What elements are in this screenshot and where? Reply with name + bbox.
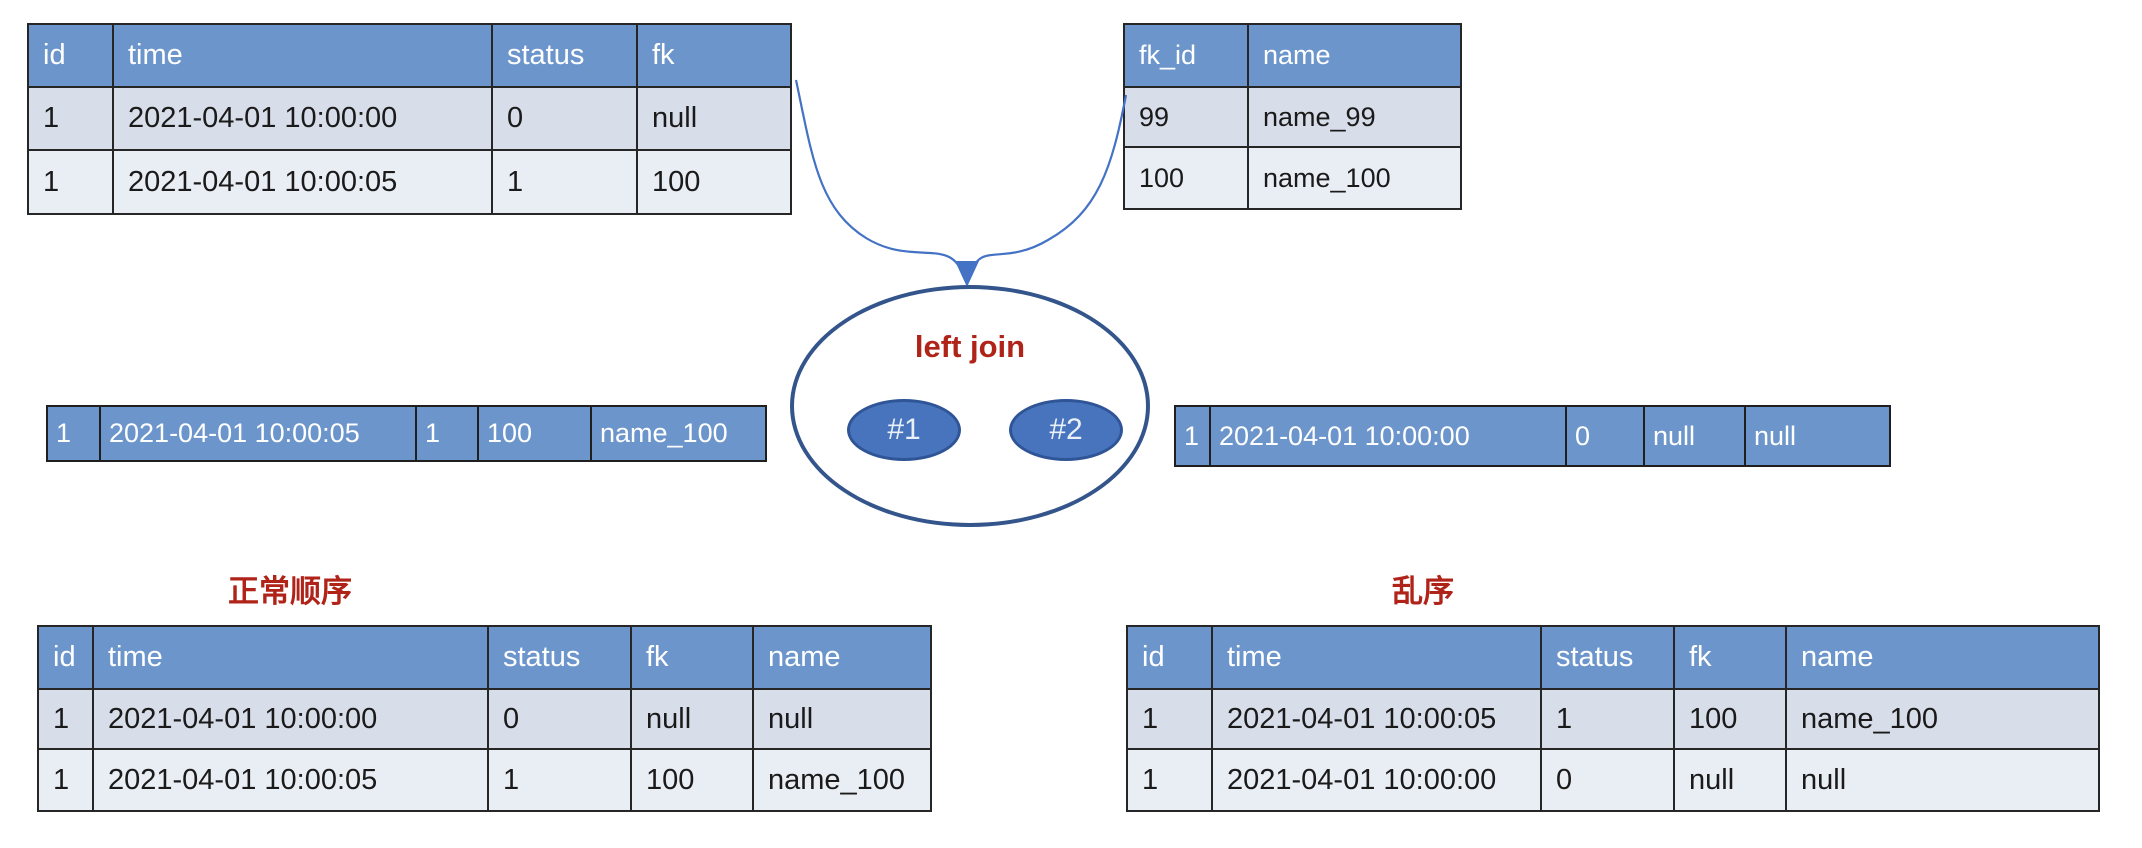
table-cell: 0 bbox=[493, 88, 636, 149]
table-cell: name_99 bbox=[1249, 88, 1460, 146]
source-table-names: fk_id name 99 name_99 100 name_100 bbox=[1123, 23, 1462, 210]
join-input-2-label: #2 bbox=[1049, 413, 1083, 446]
arrow-from-left-table bbox=[794, 79, 964, 273]
table-cell: 2021-04-01 10:00:05 bbox=[1213, 690, 1540, 748]
table-cell: 1 bbox=[29, 151, 112, 213]
table-cell: null bbox=[1746, 407, 1889, 465]
table-cell: null bbox=[754, 690, 930, 748]
table-cell: 0 bbox=[489, 690, 630, 748]
column-header: id bbox=[1128, 627, 1211, 688]
table-cell: 0 bbox=[1542, 750, 1673, 810]
table-cell: name_100 bbox=[1249, 148, 1460, 208]
table-cell: 0 bbox=[1567, 407, 1643, 465]
table-cell: name_100 bbox=[754, 750, 930, 810]
table-cell: 2021-04-01 10:00:00 bbox=[114, 88, 491, 149]
joined-row-unmatched: 1 2021-04-01 10:00:00 0 null null bbox=[1174, 405, 1891, 467]
table-cell: null bbox=[632, 690, 752, 748]
arrow-from-right-table bbox=[970, 94, 1128, 273]
column-header: id bbox=[29, 25, 112, 86]
out-of-order-label: 乱序 bbox=[1392, 574, 1454, 609]
table-cell: name_100 bbox=[1787, 690, 2098, 748]
table-cell: null bbox=[1675, 750, 1785, 810]
column-header: fk_id bbox=[1125, 25, 1247, 86]
table-cell: 2021-04-01 10:00:00 bbox=[1213, 750, 1540, 810]
normal-order-label: 正常顺序 bbox=[228, 574, 352, 609]
table-cell: 1 bbox=[39, 690, 92, 748]
table-cell: 100 bbox=[1675, 690, 1785, 748]
column-header: name bbox=[1249, 25, 1460, 86]
table-cell: null bbox=[1645, 407, 1744, 465]
table-cell: 1 bbox=[39, 750, 92, 810]
table-cell: 2021-04-01 10:00:05 bbox=[114, 151, 491, 213]
result-table-out-of-order: id time status fk name 1 2021-04-01 10:0… bbox=[1126, 625, 2100, 812]
table-cell: 2021-04-01 10:00:05 bbox=[94, 750, 487, 810]
column-header: status bbox=[489, 627, 630, 688]
column-header: status bbox=[1542, 627, 1673, 688]
column-header: fk bbox=[1675, 627, 1785, 688]
join-title: left join bbox=[914, 329, 1026, 364]
join-input-2-ellipse: #2 bbox=[1009, 399, 1123, 461]
column-header: fk bbox=[638, 25, 790, 86]
column-header: id bbox=[39, 627, 92, 688]
table-cell: 100 bbox=[638, 151, 790, 213]
table-cell: 1 bbox=[417, 407, 477, 460]
table-cell: 100 bbox=[479, 407, 590, 460]
join-input-1-label: #1 bbox=[887, 413, 921, 446]
source-table-events: id time status fk 1 2021-04-01 10:00:00 … bbox=[27, 23, 792, 215]
table-cell: 1 bbox=[1542, 690, 1673, 748]
table-cell: 100 bbox=[1125, 148, 1247, 208]
table-cell: null bbox=[638, 88, 790, 149]
table-cell: 1 bbox=[1176, 407, 1209, 465]
table-cell: 100 bbox=[632, 750, 752, 810]
table-cell: 1 bbox=[493, 151, 636, 213]
column-header: status bbox=[493, 25, 636, 86]
joined-row-matched: 1 2021-04-01 10:00:05 1 100 name_100 bbox=[46, 405, 767, 462]
column-header: name bbox=[1787, 627, 2098, 688]
table-cell: 99 bbox=[1125, 88, 1247, 146]
column-header: time bbox=[94, 627, 487, 688]
table-cell: null bbox=[1787, 750, 2098, 810]
column-header: name bbox=[754, 627, 930, 688]
table-cell: 1 bbox=[29, 88, 112, 149]
table-cell: 2021-04-01 10:00:00 bbox=[1211, 407, 1565, 465]
column-header: fk bbox=[632, 627, 752, 688]
column-header: time bbox=[1213, 627, 1540, 688]
result-table-normal-order: id time status fk name 1 2021-04-01 10:0… bbox=[37, 625, 932, 812]
arrowhead-icon bbox=[955, 261, 979, 287]
table-cell: 1 bbox=[1128, 750, 1211, 810]
table-cell: 2021-04-01 10:00:00 bbox=[94, 690, 487, 748]
column-header: time bbox=[114, 25, 491, 86]
left-join-ellipse: left join #1 #2 bbox=[790, 285, 1150, 527]
table-cell: 1 bbox=[48, 407, 99, 460]
table-cell: name_100 bbox=[592, 407, 765, 460]
table-cell: 1 bbox=[1128, 690, 1211, 748]
table-cell: 1 bbox=[489, 750, 630, 810]
table-cell: 2021-04-01 10:00:05 bbox=[101, 407, 415, 460]
join-input-1-ellipse: #1 bbox=[847, 399, 961, 461]
